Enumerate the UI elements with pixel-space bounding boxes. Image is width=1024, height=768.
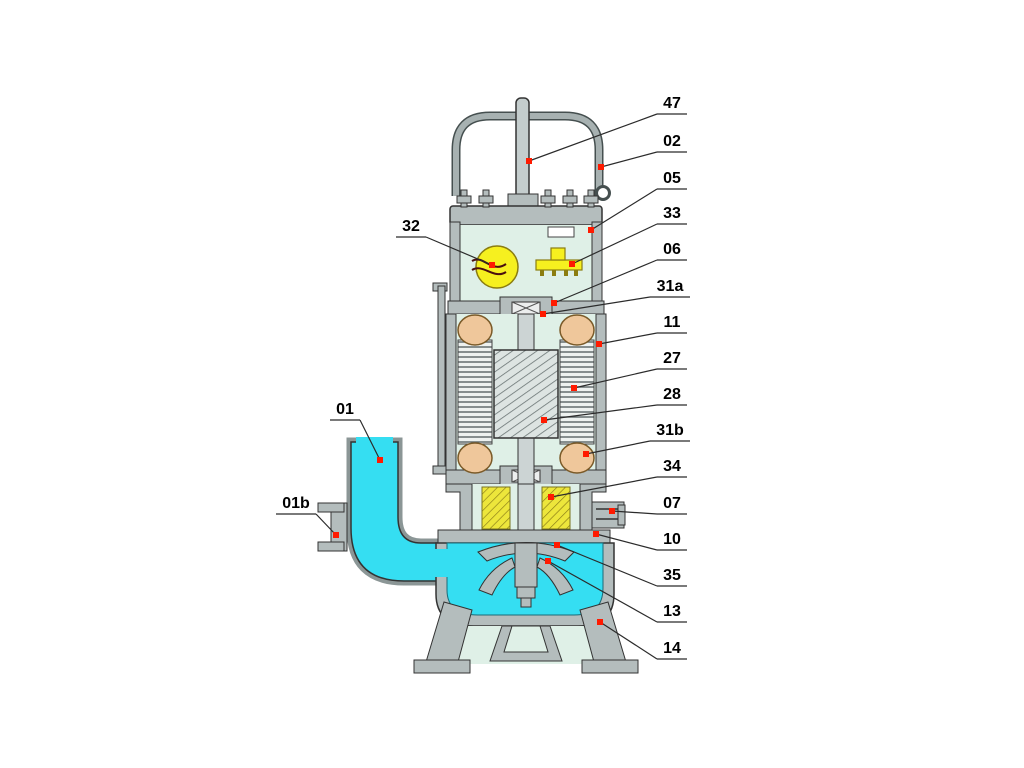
- discharge-pipe: [346, 437, 442, 586]
- leader-line-31b: [585, 440, 651, 455]
- leader-lines: [276, 113, 690, 660]
- leader-marker-10: [593, 531, 599, 537]
- leader-marker-11: [596, 341, 602, 347]
- leader-marker-05: [588, 227, 594, 233]
- cable-conduit: [432, 282, 448, 475]
- leader-marker-34: [548, 494, 554, 500]
- leader-line-10: [595, 533, 658, 551]
- upper-bearing: [511, 301, 541, 315]
- leader-marker-07: [609, 508, 615, 514]
- leader-line-11: [598, 332, 658, 345]
- leader-line-34: [550, 476, 658, 498]
- volute-top-plate: [437, 529, 611, 544]
- leader-line-14: [599, 621, 658, 660]
- winding-ends: [457, 314, 595, 474]
- leader-line-02: [600, 151, 658, 168]
- leader-line-07: [611, 510, 658, 515]
- casing-bolt-block: [591, 501, 626, 529]
- motor-top-cover: [449, 189, 603, 226]
- shaft: [517, 313, 535, 487]
- leader-line-35: [556, 544, 658, 587]
- oil-chamber: [445, 483, 607, 545]
- leader-marker-33: [569, 261, 575, 267]
- leader-line-06: [553, 259, 658, 304]
- leader-line-13: [547, 560, 658, 623]
- leader-line-28: [543, 404, 658, 421]
- leader-line-01b: [315, 513, 337, 536]
- leader-marker-47: [526, 158, 532, 164]
- base-foot-left: [413, 659, 471, 674]
- leader-marker-06: [551, 300, 557, 306]
- impeller: [477, 542, 575, 608]
- leader-line-47: [528, 113, 658, 162]
- leader-marker-31a: [540, 311, 546, 317]
- leader-marker-02: [598, 164, 604, 170]
- handle-eyelet: [595, 185, 611, 201]
- leader-marker-31b: [583, 451, 589, 457]
- cover-studs: [456, 189, 599, 208]
- mechanical-seal: [481, 486, 571, 530]
- leader-marker-01: [377, 457, 383, 463]
- pump-base: [413, 601, 639, 674]
- discharge-flange: [317, 502, 348, 552]
- base-foot-right: [581, 659, 639, 674]
- leader-line-01: [359, 419, 381, 461]
- leader-marker-14: [597, 619, 603, 625]
- leader-marker-32: [489, 262, 495, 268]
- leader-line-05: [590, 188, 658, 231]
- leader-marker-27: [571, 385, 577, 391]
- leader-marker-13: [545, 558, 551, 564]
- leader-line-32: [425, 236, 493, 266]
- stator-core: [457, 339, 595, 445]
- leader-line-31a: [542, 296, 651, 315]
- terminal-block: [535, 247, 583, 276]
- leader-line-33: [571, 223, 658, 265]
- leader-marker-35: [554, 542, 560, 548]
- nameplate: [547, 226, 575, 238]
- rotor: [493, 349, 559, 439]
- lifting-handle: [451, 111, 611, 201]
- impeller-nut: [516, 586, 536, 599]
- leader-marker-28: [541, 417, 547, 423]
- leader-line-27: [573, 368, 658, 389]
- leader-marker-01b: [333, 532, 339, 538]
